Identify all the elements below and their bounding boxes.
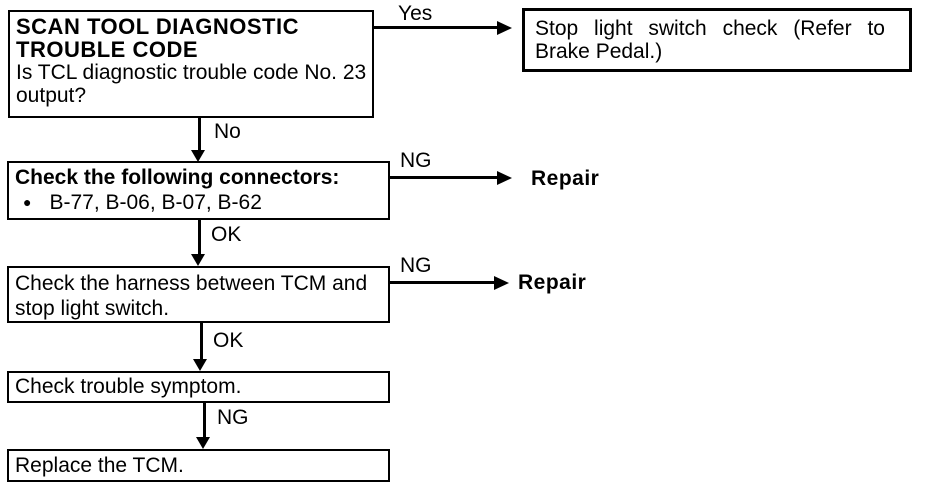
branch-label-ng-3: NG (217, 406, 249, 429)
flow-box-check-connectors: Check the following connectors: ● B-77, … (7, 161, 390, 220)
arrow-right-icon (494, 276, 509, 290)
arrow-down-icon (191, 150, 205, 162)
arrow-right-icon (497, 21, 512, 35)
no-connector-line (198, 118, 201, 152)
check-symptom-text: Check trouble symptom. (15, 375, 242, 398)
arrow-down-icon (191, 254, 205, 266)
ok1-connector-line (198, 220, 201, 256)
replace-tcm-text: Replace the TCM. (15, 454, 184, 477)
branch-label-yes: Yes (398, 2, 433, 25)
ng1-connector-line (390, 176, 498, 179)
ng3-connector-line (203, 403, 206, 439)
ok2-connector-line (200, 323, 203, 361)
branch-label-ok-1: OK (211, 223, 242, 246)
connector-ids: B-77, B-06, B-07, B-62 (49, 191, 262, 214)
terminal-repair-2: Repair (518, 271, 587, 294)
check-harness-text: Check the harness between TCM and stop l… (15, 272, 368, 320)
flow-box-replace-tcm: Replace the TCM. (7, 449, 390, 482)
branch-label-ng-1: NG (400, 149, 432, 172)
stop-light-check-line1: Stop light switch check (Refer to (535, 17, 885, 40)
ng2-connector-line (390, 281, 495, 284)
branch-label-no: No (214, 120, 241, 143)
flow-box-scan-tool-dtc: SCAN TOOL DIAGNOSTIC TROUBLE CODE Is TCL… (8, 10, 374, 118)
branch-label-ng-2: NG (400, 254, 432, 277)
scan-tool-question: Is TCL diagnostic trouble code No. 23 ou… (16, 61, 367, 107)
scan-tool-heading: SCAN TOOL DIAGNOSTIC TROUBLE CODE (16, 14, 299, 62)
check-connectors-heading: Check the following connectors: (15, 166, 340, 189)
bullet-icon: ● (23, 194, 32, 210)
yes-connector-line (374, 26, 498, 29)
flow-box-check-symptom: Check trouble symptom. (7, 371, 390, 403)
arrow-down-icon (196, 437, 210, 449)
branch-label-ok-2: OK (213, 329, 244, 352)
arrow-down-icon (193, 359, 207, 371)
terminal-repair-1: Repair (531, 167, 600, 190)
arrow-right-icon (497, 171, 512, 185)
flow-box-check-harness: Check the harness between TCM and stop l… (7, 266, 390, 323)
flow-box-stop-light-switch-check: Stop light switch check (Refer to Brake … (522, 8, 912, 72)
stop-light-check-line2: Brake Pedal.) (535, 40, 663, 63)
connector-list-item: ● B-77, B-06, B-07, B-62 (15, 190, 384, 215)
